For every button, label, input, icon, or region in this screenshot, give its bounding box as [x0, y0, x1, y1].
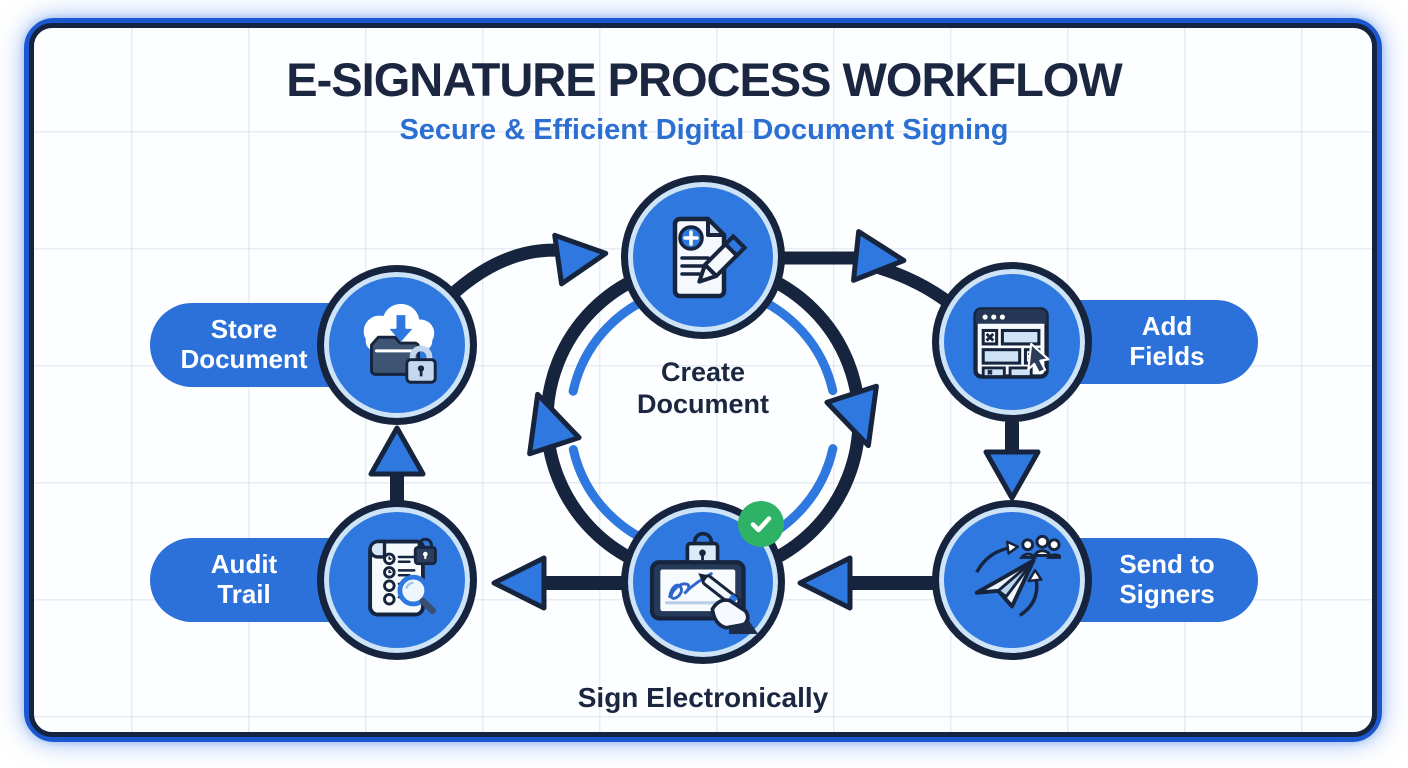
create-document-label: Create Document [636, 357, 769, 419]
document-plus-pencil-icon [672, 216, 748, 299]
arrow-sign-to-audit-icon [491, 555, 631, 611]
page-title: E-SIGNATURE PROCESS WORKFLOW [286, 53, 1122, 106]
send-to-signers-pill-label: Send to Signers [1119, 549, 1215, 609]
cloud-folder-lock-icon [363, 303, 437, 384]
sign-electronically-node [621, 500, 785, 664]
signed-check-badge [738, 501, 784, 547]
tablet-signature-hand-icon [649, 531, 759, 634]
checkmark-icon [750, 516, 772, 533]
store-document-node [317, 265, 477, 425]
paper-plane-recipients-icon [971, 534, 1061, 617]
arrow-send-to-sign-icon [797, 555, 941, 611]
ring-arrow-down-icon [824, 383, 879, 449]
audit-log-magnifier-icon [368, 537, 437, 617]
sign-electronically-label: Sign Electronically [577, 682, 829, 713]
add-fields-node [932, 262, 1092, 422]
page-subtitle: Secure & Efficient Digital Document Sign… [399, 114, 1009, 146]
store-document-pill-label: Store Document [180, 314, 308, 374]
arrow-store-to-create-icon [433, 232, 609, 313]
send-to-signers-node [932, 500, 1092, 660]
create-document-node [621, 175, 785, 339]
form-fields-cursor-icon [973, 307, 1050, 379]
audit-trail-pill-label: Audit Trail [210, 549, 278, 609]
audit-trail-node [317, 500, 477, 660]
arrow-audit-to-store-icon [368, 425, 426, 511]
arrow-add-to-send-icon [983, 417, 1041, 501]
add-fields-pill-label: Add Fields [1129, 311, 1205, 371]
ring-arrow-up-icon [527, 391, 582, 457]
